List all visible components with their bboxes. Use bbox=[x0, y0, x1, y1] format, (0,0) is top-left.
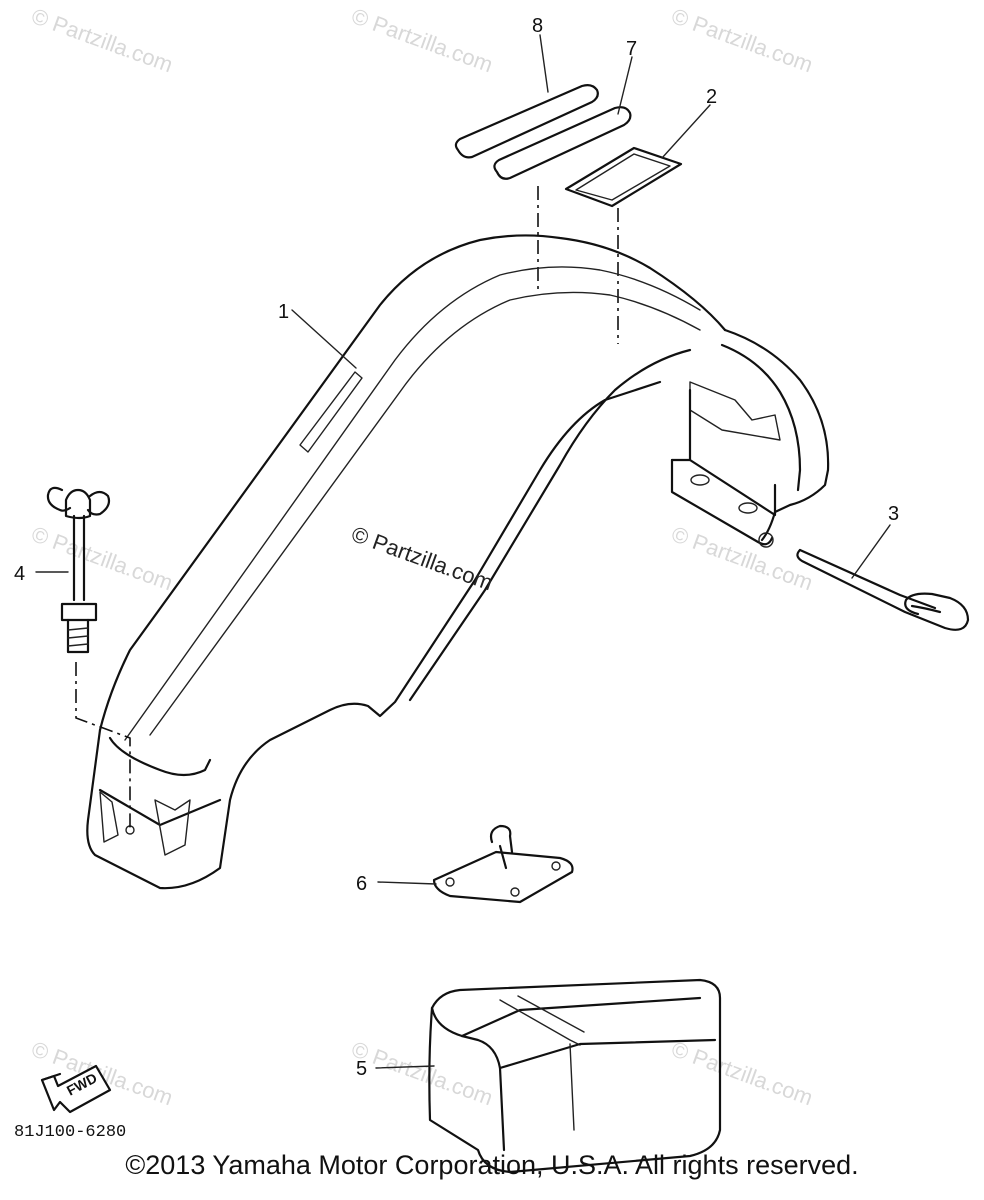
watermark-text: © Partzilla.com bbox=[28, 3, 176, 77]
part-6-bracket bbox=[432, 824, 574, 904]
fwd-arrow-icon: FWD bbox=[40, 1064, 112, 1114]
callout-2: 2 bbox=[706, 86, 717, 108]
leader-7 bbox=[617, 56, 633, 115]
watermark-text: © Partzilla.com bbox=[668, 3, 816, 77]
part-8-decal bbox=[454, 84, 599, 159]
part-3-hook bbox=[796, 548, 970, 631]
leader-6 bbox=[377, 881, 437, 885]
part-4-wing-bolt bbox=[46, 486, 111, 654]
callout-4: 4 bbox=[14, 563, 25, 585]
leader-8 bbox=[539, 34, 549, 93]
watermark-center: © Partzilla.com bbox=[348, 521, 496, 595]
copyright-notice: ©2013 Yamaha Motor Corporation, U.S.A. A… bbox=[125, 1150, 859, 1180]
leader-3 bbox=[851, 524, 891, 579]
part-2-label bbox=[564, 146, 683, 208]
callout-7: 7 bbox=[626, 38, 637, 60]
callout-3: 3 bbox=[888, 503, 899, 525]
watermark-text: © Partzilla.com bbox=[28, 521, 176, 595]
callout-5: 5 bbox=[356, 1058, 367, 1080]
callout-8: 8 bbox=[532, 15, 543, 37]
diagram-code: 81J100-6280 bbox=[14, 1123, 126, 1142]
leader-2 bbox=[661, 104, 711, 159]
watermark-text: © Partzilla.com bbox=[668, 1036, 816, 1110]
callout-1: 1 bbox=[278, 301, 289, 323]
part-1-fender bbox=[86, 234, 830, 890]
callout-6: 6 bbox=[356, 873, 367, 895]
leader-1 bbox=[291, 309, 357, 369]
part-7-decal bbox=[493, 106, 632, 180]
watermark-text: © Partzilla.com bbox=[348, 1036, 496, 1110]
leader-5 bbox=[375, 1065, 435, 1069]
watermark-text: © Partzilla.com bbox=[348, 3, 496, 77]
part-5-case bbox=[428, 978, 722, 1174]
